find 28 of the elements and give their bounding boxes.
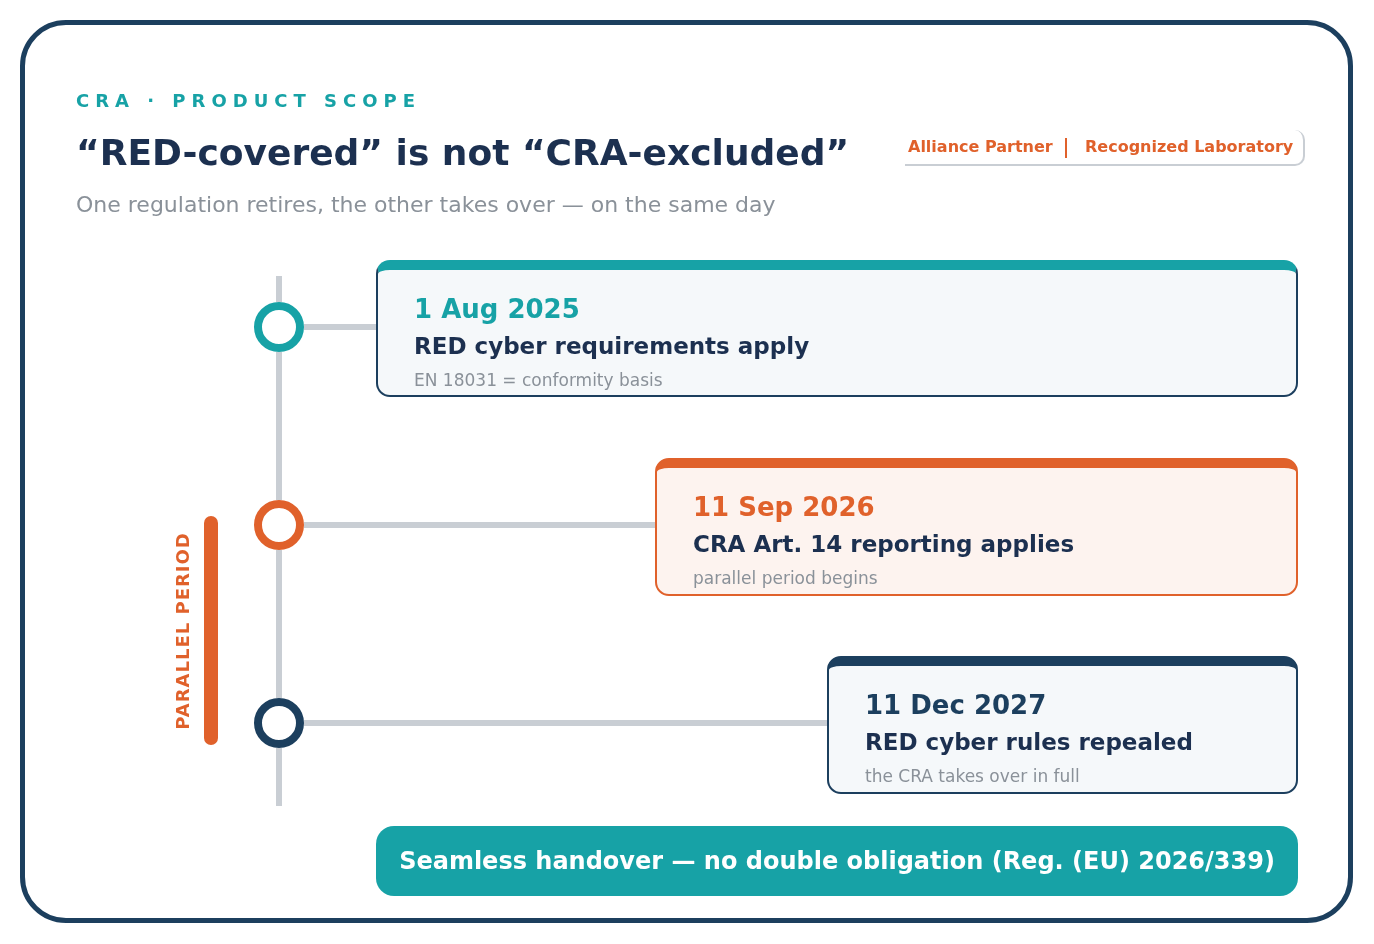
card-note: EN 18031 = conformity basis [414, 369, 663, 392]
badge-text: Recognized Laboratory [1085, 137, 1294, 156]
connector-line [304, 720, 827, 726]
card-title: RED cyber rules repealed [865, 728, 1193, 757]
summary-banner: Seamless handover — no double obligation (Reg. (EU) 2026/339) [376, 826, 1298, 896]
subtitle: One regulation retires, the other takes over — on the same day [76, 192, 776, 217]
timeline-circle [254, 500, 304, 550]
date-heading: 1 Aug 2025 [414, 293, 580, 326]
title: “RED-covered” is not “CRA-excluded” [76, 132, 850, 173]
timeline-card [655, 458, 1298, 596]
period-bracket [204, 516, 218, 745]
card-note: the CRA takes over in full [865, 765, 1080, 788]
timeline-segment [276, 550, 282, 698]
date-heading: 11 Sep 2026 [693, 491, 875, 524]
timeline-card [827, 656, 1298, 794]
period-label: PARALLEL PERIOD [171, 531, 193, 730]
timeline-card [376, 260, 1298, 397]
date-heading: 11 Dec 2027 [865, 689, 1047, 722]
connector-line [304, 522, 655, 528]
card-note: parallel period begins [693, 567, 878, 590]
kicker-label: CRA · PRODUCT SCOPE [76, 90, 421, 111]
card-title: CRA Art. 14 reporting applies [693, 530, 1075, 559]
connector-line [304, 324, 376, 330]
badge-text: Alliance Partner [908, 137, 1053, 156]
timeline-circle [254, 302, 304, 352]
card-title: RED cyber requirements apply [414, 332, 810, 361]
timeline-segment [276, 352, 282, 500]
timeline-circle [254, 698, 304, 748]
